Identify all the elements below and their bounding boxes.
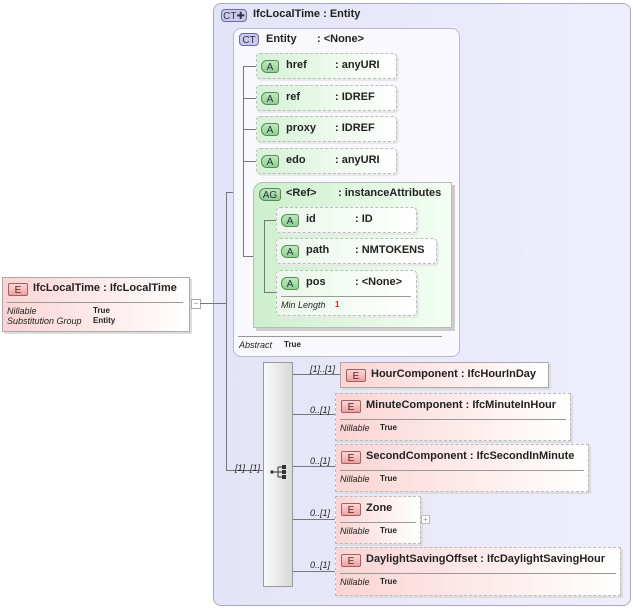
attribute-name: ref <box>286 91 301 103</box>
child-cardinality: [1]..[1] <box>310 364 336 374</box>
facet-label: Min Length <box>281 300 326 310</box>
sequence-cardinality: [1]..[1] <box>235 463 261 473</box>
child-cardinality: 0..[1] <box>310 405 331 415</box>
attribute-badge: A <box>261 155 279 168</box>
attribute-path[interactable]: A path : NMTOKENS <box>276 238 437 264</box>
attribute-name: path <box>306 244 330 256</box>
prop-label: Nillable <box>340 526 370 536</box>
attribute-badge: A <box>261 123 279 136</box>
element-badge: E <box>341 554 361 567</box>
root-element-name: IfcLocalTime : IfcLocalTime <box>33 282 177 294</box>
element-title: SecondComponent : IfcSecondInMinute <box>366 450 575 462</box>
attribute-ref[interactable]: A ref : IDREF <box>256 85 397 111</box>
prop-value: True <box>380 577 397 586</box>
prop-label: Nillable <box>7 306 37 316</box>
attribute-badge: A <box>261 92 279 105</box>
prop-value: True <box>380 526 397 535</box>
child-cardinality: 0..[1] <box>310 456 331 466</box>
element-badge: E <box>341 451 361 464</box>
element-badge: E <box>341 503 361 516</box>
complex-type-badge: CT <box>239 33 259 46</box>
prop-label: Nillable <box>340 423 370 433</box>
attribute-name: proxy <box>286 122 316 134</box>
child-cardinality: 0..[1] <box>310 560 331 570</box>
prop-label: Substitution Group <box>7 316 82 326</box>
attribute-badge: A <box>281 277 299 290</box>
expand-icon[interactable]: + <box>421 515 430 524</box>
element-hour-component[interactable]: E HourComponent : IfcHourInDay <box>340 362 549 388</box>
prop-value: True <box>93 306 110 315</box>
sequence-icon <box>270 465 286 479</box>
element-daylight-saving-offset[interactable]: E DaylightSavingOffset : IfcDaylightSavi… <box>335 547 621 596</box>
attribute-type: : IDREF <box>335 122 375 134</box>
attribute-type: : anyURI <box>335 59 380 71</box>
base-type-name: Entity <box>266 33 297 45</box>
attribute-name: href <box>286 59 307 71</box>
sequence-compositor[interactable] <box>263 362 293 587</box>
attribute-name: edo <box>286 154 306 166</box>
complex-type-title: IfcLocalTime : Entity <box>253 8 361 20</box>
element-title: MinuteComponent : IfcMinuteInHour <box>366 399 557 411</box>
attribute-badge: A <box>281 214 299 227</box>
attribute-type: : <None> <box>355 276 403 288</box>
base-type-type: : <None> <box>317 33 365 45</box>
prop-value: Entity <box>93 316 116 325</box>
element-badge: E <box>8 283 28 296</box>
facet-value: 1 <box>335 300 340 309</box>
attribute-name: pos <box>306 276 326 288</box>
attribute-group-name: <Ref> <box>286 187 317 199</box>
element-badge: E <box>346 369 366 382</box>
attribute-href[interactable]: A href : anyURI <box>256 53 397 79</box>
element-minute-component[interactable]: E MinuteComponent : IfcMinuteInHour Nill… <box>335 393 571 441</box>
abstract-label: Abstract <box>239 340 273 350</box>
complex-type-extension-badge: CT✚ <box>221 9 247 22</box>
attribute-id[interactable]: A id : ID <box>276 207 417 233</box>
prop-value: True <box>380 423 397 432</box>
element-second-component[interactable]: E SecondComponent : IfcSecondInMinute Ni… <box>335 444 589 492</box>
element-badge: E <box>341 400 361 413</box>
prop-label: Nillable <box>340 474 370 484</box>
element-title: DaylightSavingOffset : IfcDaylightSaving… <box>366 553 605 565</box>
attribute-name: id <box>306 213 316 225</box>
element-title: HourComponent : IfcHourInDay <box>371 368 537 380</box>
abstract-value: True <box>284 340 301 349</box>
prop-label: Nillable <box>340 577 370 587</box>
attribute-pos[interactable]: A pos : <None> Min Length 1 <box>276 270 417 316</box>
attribute-badge: A <box>281 245 299 258</box>
attribute-type: : ID <box>355 213 373 225</box>
attribute-badge: A <box>261 60 279 73</box>
attribute-edo[interactable]: A edo : anyURI <box>256 148 397 174</box>
prop-value: True <box>380 474 397 483</box>
attribute-group-badge: AG <box>259 188 281 201</box>
root-element[interactable]: E IfcLocalTime : IfcLocalTime Nillable T… <box>2 277 190 332</box>
attribute-group-type: : instanceAttributes <box>338 187 442 199</box>
attribute-proxy[interactable]: A proxy : IDREF <box>256 116 397 142</box>
element-title: Zone <box>366 502 393 514</box>
collapse-icon[interactable]: − <box>191 299 201 309</box>
child-cardinality: 0..[1] <box>310 508 331 518</box>
attribute-type: : anyURI <box>335 154 380 166</box>
attribute-type: : IDREF <box>335 91 375 103</box>
element-zone[interactable]: E Zone Nillable True <box>335 496 421 544</box>
attribute-type: : NMTOKENS <box>355 244 425 256</box>
